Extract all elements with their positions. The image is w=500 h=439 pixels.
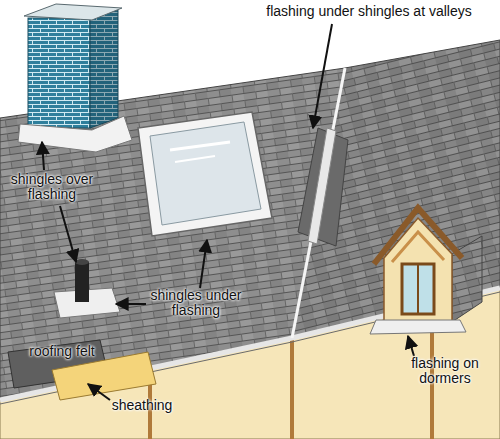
leader-arrow — [116, 303, 146, 305]
vent-pipe — [75, 262, 89, 302]
leader-arrow — [42, 142, 44, 170]
chimney-cap — [24, 4, 122, 20]
part-label: shingles over flashing — [2, 172, 102, 202]
chimney-side — [90, 10, 118, 128]
skylight-glass — [150, 122, 261, 225]
chimney-front — [28, 18, 90, 128]
dormer-inner-trim — [392, 232, 444, 262]
part-label: flashing under shingles at valleys — [240, 4, 498, 19]
wall-post — [290, 340, 294, 439]
dormer-flashing — [370, 320, 466, 334]
part-label: roofing felt — [14, 344, 110, 359]
leader-arrow — [313, 24, 332, 128]
leader-arrow — [408, 336, 414, 356]
cross-gable-roof-plane — [292, 40, 500, 338]
part-label: shingles under flashing — [140, 288, 252, 318]
valley-cutaway — [298, 128, 348, 246]
window-mullion — [417, 264, 419, 314]
glass-reflection — [175, 156, 215, 162]
skylight-frame — [138, 112, 272, 236]
leader-arrow — [200, 240, 207, 288]
chimney-shade — [90, 10, 118, 128]
chimney-flashing — [18, 116, 132, 152]
part-label: flashing on dormers — [400, 356, 490, 386]
glass-reflection — [170, 142, 230, 150]
part-label: sheathing — [100, 398, 184, 413]
valley-flashing — [308, 128, 336, 244]
leader-arrow — [60, 206, 76, 262]
roof-sheathing — [52, 352, 156, 400]
dormer-trim — [374, 208, 462, 264]
vent-pipe-top — [75, 259, 89, 265]
dormer-window — [402, 264, 434, 314]
leader-arrow — [88, 384, 110, 400]
